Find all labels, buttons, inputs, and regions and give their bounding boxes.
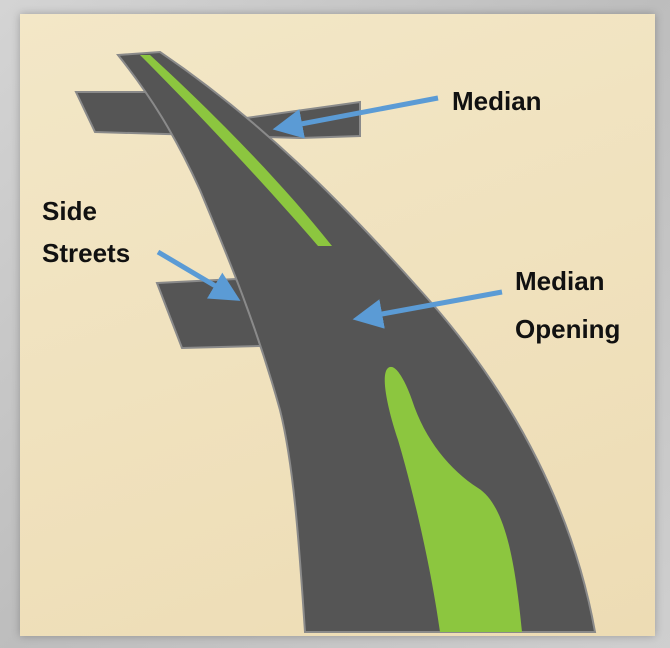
median-lower: [384, 366, 522, 632]
median-upper: [140, 55, 332, 246]
arrow-icon: [352, 289, 503, 329]
label-side-streets-line1: Side: [42, 196, 97, 226]
label-median: Median: [452, 86, 542, 116]
arrow-icon: [156, 249, 241, 301]
label-side-streets-line2: Streets: [42, 238, 130, 268]
label-median-opening-line1: Median: [515, 266, 605, 296]
arrow-icon: [272, 95, 439, 139]
label-median-opening-line2: Opening: [515, 314, 620, 344]
